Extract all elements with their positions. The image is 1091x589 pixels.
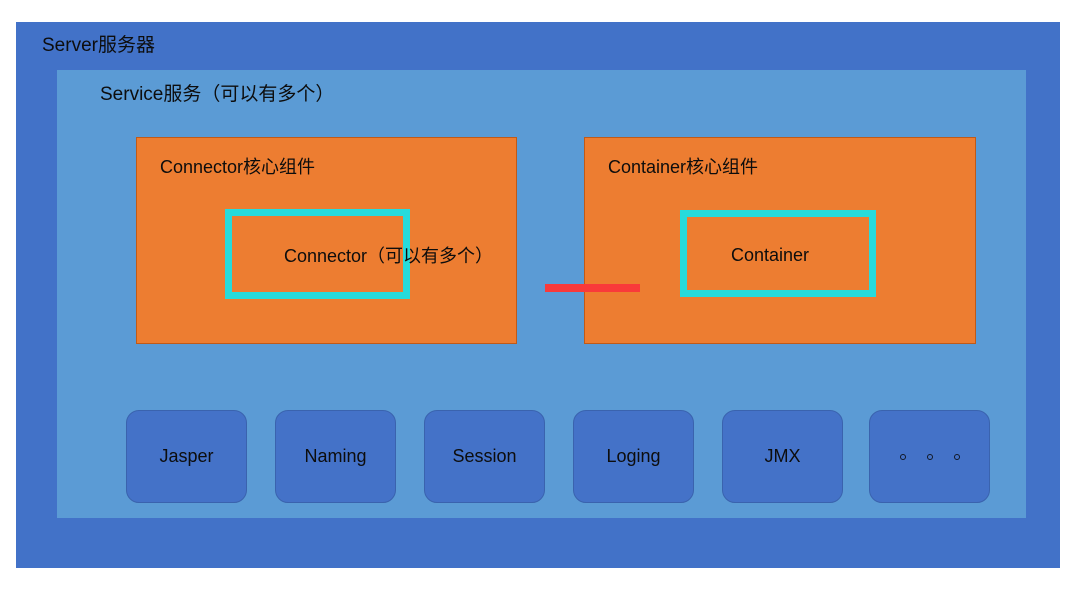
module-label: Jasper — [159, 445, 214, 466]
module-box-naming[interactable]: Naming — [275, 410, 396, 503]
connector-core-label: Connector核心组件 — [160, 157, 316, 177]
service-box: Service服务（可以有多个） Connector核心组件 Connector… — [57, 70, 1026, 518]
connector-inner-label: Connector（可以有多个） — [284, 246, 494, 266]
container-core-panel: Container核心组件 Container — [584, 137, 976, 344]
container-inner-label: Container — [731, 245, 810, 265]
connector-inner-box — [225, 209, 410, 299]
module-label: JMX — [764, 445, 801, 466]
ellipsis-icon — [899, 453, 960, 460]
module-box-session[interactable]: Session — [424, 410, 545, 503]
service-label: Service服务（可以有多个） — [100, 84, 335, 105]
connector-core-panel: Connector核心组件 Connector（可以有多个） — [136, 137, 517, 344]
module-box-more[interactable] — [869, 410, 990, 503]
module-box-jasper[interactable]: Jasper — [126, 410, 247, 503]
module-label: Loging — [606, 445, 661, 466]
module-label: Session — [452, 445, 517, 466]
dot-icon — [953, 453, 960, 460]
server-label: Server服务器 — [42, 35, 155, 56]
module-box-loging[interactable]: Loging — [573, 410, 694, 503]
container-inner-box — [680, 210, 876, 297]
dot-icon — [926, 453, 933, 460]
server-box: Server服务器 Service服务（可以有多个） Connector核心组件… — [16, 22, 1060, 568]
dot-icon — [899, 453, 906, 460]
module-label: Naming — [304, 445, 367, 466]
container-core-label: Container核心组件 — [608, 157, 759, 177]
module-box-jmx[interactable]: JMX — [722, 410, 843, 503]
connector-container-link — [545, 284, 640, 292]
